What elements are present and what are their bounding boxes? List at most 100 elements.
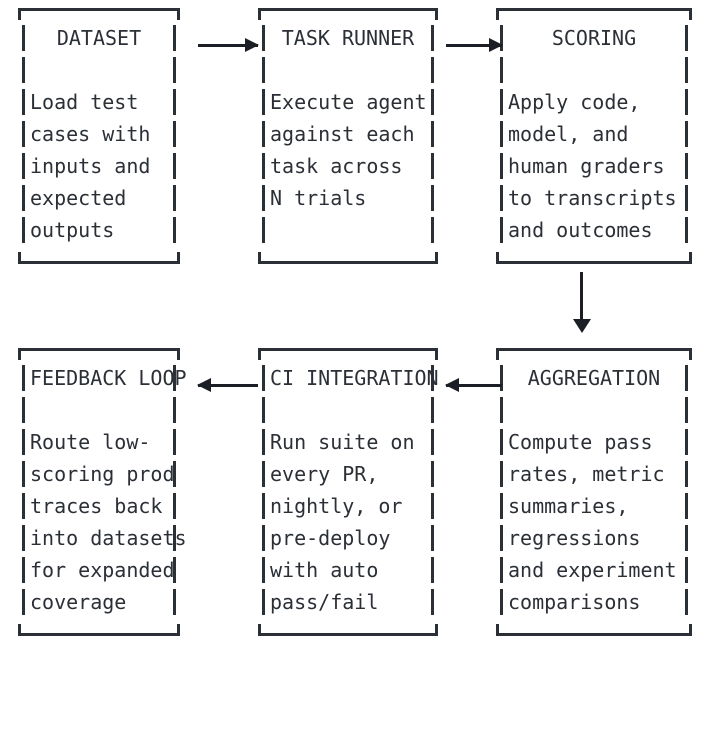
box-right-bar	[173, 397, 176, 423]
node-body-row: with auto	[250, 554, 446, 586]
box-left-bar	[500, 57, 503, 83]
node-body-row: nightly, or	[250, 490, 446, 522]
box-corner-bottom-left	[18, 252, 21, 264]
box-right-bar	[173, 493, 176, 519]
node-body-line: comparisons	[508, 590, 641, 614]
node-title: CI INTEGRATION	[270, 366, 439, 390]
node-body-line: and outcomes	[508, 218, 653, 242]
box-right-bar	[685, 557, 688, 583]
box-corner-bottom-left	[496, 624, 499, 636]
pipeline-diagram: DATASET . Load test cases with inputs an	[10, 8, 700, 636]
node-body-row: against each	[250, 118, 446, 150]
box-bottom-border	[258, 261, 438, 264]
box-right-bar	[173, 557, 176, 583]
node-task-runner[interactable]: TASK RUNNER . Execute agent against each	[250, 8, 446, 264]
node-feedback-loop[interactable]: FEEDBACK LOOP . Route low- scoring prod	[10, 348, 188, 636]
node-body-row: expected	[10, 182, 188, 214]
box-left-bar	[22, 25, 25, 51]
node-body-row: N trials	[250, 182, 446, 214]
box-right-bar	[431, 365, 434, 391]
arrowhead-right-icon	[489, 38, 503, 52]
node-body-line: Route low-	[30, 430, 151, 454]
node-body-line: Compute pass	[508, 430, 653, 454]
box-left-bar	[262, 89, 265, 115]
node-body-line: with auto	[270, 558, 379, 582]
node-body-line: into datasets	[30, 526, 187, 550]
box-right-bar	[431, 153, 434, 179]
box-right-bar	[173, 25, 176, 51]
node-ci-integration[interactable]: CI INTEGRATION . Run suite on every PR,	[250, 348, 446, 636]
node-body-row: coverage	[10, 586, 188, 618]
box-corner-top-left	[18, 8, 21, 20]
box-corner-top-right	[435, 8, 438, 20]
node-body-row: regressions	[488, 522, 700, 554]
box-left-bar	[22, 89, 25, 115]
box-left-bar	[22, 121, 25, 147]
node-body-row: to transcripts	[488, 182, 700, 214]
node-body-line: against each	[270, 122, 415, 146]
node-body-line: scoring prod	[30, 462, 175, 486]
box-left-bar	[262, 493, 265, 519]
box-top-border	[496, 348, 692, 351]
box-corner-bottom-left	[258, 624, 261, 636]
box-right-bar	[431, 429, 434, 455]
node-title-row: CI INTEGRATION	[250, 362, 446, 394]
box-right-bar	[685, 429, 688, 455]
node-spacer-row: .	[488, 394, 700, 426]
box-left-bar	[22, 397, 25, 423]
node-body-row: Apply code,	[488, 86, 700, 118]
box-right-bar	[431, 217, 434, 243]
node-title: TASK RUNNER	[281, 26, 415, 50]
node-spacer-row: .	[10, 394, 188, 426]
box-right-bar	[685, 589, 688, 615]
node-spacer-row: .	[488, 54, 700, 86]
arrowhead-right-icon	[245, 38, 259, 52]
box-left-bar	[500, 557, 503, 583]
connector-scoring-to-aggregation	[572, 272, 591, 333]
node-body-line: coverage	[30, 590, 127, 614]
box-right-bar	[685, 153, 688, 179]
box-left-bar	[500, 217, 503, 243]
box-right-bar	[173, 153, 176, 179]
box-corner-top-right	[177, 348, 180, 360]
node-body-row: traces back	[10, 490, 188, 522]
box-bottom-border	[18, 633, 180, 636]
node-body-row: Run suite on	[250, 426, 446, 458]
node-body-row: and outcomes	[488, 214, 700, 246]
node-body-row: summaries,	[488, 490, 700, 522]
node-title-row: DATASET	[10, 22, 188, 54]
box-right-bar	[685, 493, 688, 519]
box-corner-bottom-right	[177, 252, 180, 264]
node-body-line: Run suite on	[270, 430, 415, 454]
box-corner-top-left	[258, 348, 261, 360]
box-right-bar	[431, 57, 434, 83]
node-aggregation[interactable]: AGGREGATION . Compute pass rates, metric	[488, 348, 700, 636]
node-body-row: pass/fail	[250, 586, 446, 618]
box-corner-top-left	[258, 8, 261, 20]
node-body-line: task across	[270, 154, 403, 178]
node-body-line: Load test	[30, 90, 139, 114]
box-right-bar	[431, 525, 434, 551]
node-body-line: to transcripts	[508, 186, 677, 210]
box-right-bar	[173, 217, 176, 243]
box-right-bar	[173, 365, 176, 391]
node-body-line: inputs and	[30, 154, 151, 178]
box-top-border	[496, 8, 692, 11]
box-corner-top-right	[177, 8, 180, 20]
node-scoring[interactable]: SCORING . Apply code, model, and human g	[488, 8, 700, 264]
node-dataset[interactable]: DATASET . Load test cases with inputs an	[10, 8, 188, 264]
node-body-line: pre-deploy	[270, 526, 391, 550]
node-title: DATASET	[56, 26, 142, 50]
node-body-line: N trials	[270, 186, 367, 210]
box-corner-top-right	[435, 348, 438, 360]
box-left-bar	[262, 589, 265, 615]
box-left-bar	[262, 185, 265, 211]
box-corner-top-left	[496, 8, 499, 20]
box-corner-bottom-left	[258, 252, 261, 264]
box-left-bar	[22, 493, 25, 519]
node-title: AGGREGATION	[527, 366, 661, 390]
box-left-bar	[500, 89, 503, 115]
arrowhead-left-icon	[197, 378, 211, 392]
box-left-bar	[22, 525, 25, 551]
box-left-bar	[500, 525, 503, 551]
